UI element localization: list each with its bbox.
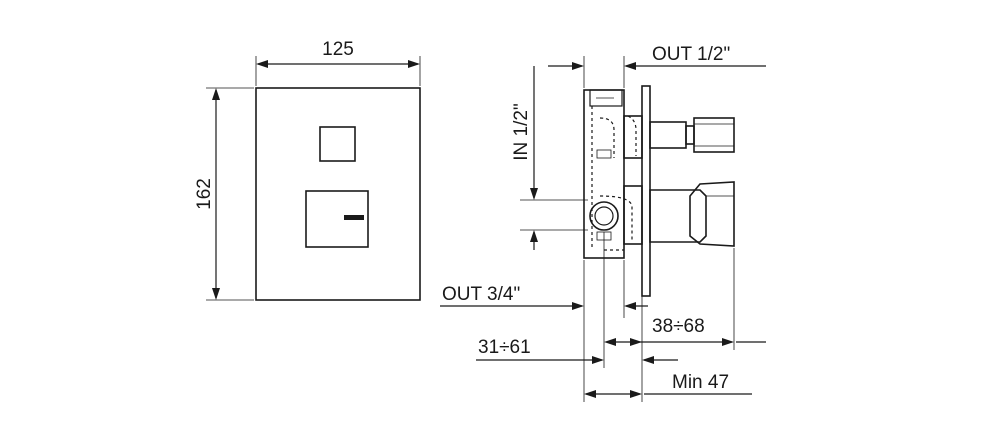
in-label: IN 1/2"	[511, 103, 532, 160]
range-left-label: 31÷61	[478, 337, 531, 358]
mixer-handle	[623, 181, 735, 247]
wall-plate	[641, 85, 651, 297]
width-label: 125	[322, 39, 354, 60]
min-dimension: Min 47	[584, 372, 752, 398]
front-view: 125 162	[194, 39, 421, 301]
lower-square-handle	[305, 190, 369, 248]
out-side-label: OUT 3/4"	[442, 284, 520, 305]
out-top-dimension: OUT 1/2"	[548, 44, 766, 88]
range-right-dimension: 38÷68	[603, 232, 766, 402]
diverter-button	[623, 115, 735, 159]
out-top-label: OUT 1/2"	[652, 44, 730, 65]
top-square-button	[319, 126, 356, 162]
range-right-label: 38÷68	[652, 316, 705, 337]
side-view: OUT 1/2" IN 1/2" OUT 3/4"	[440, 44, 766, 402]
in-dimension: IN 1/2"	[511, 66, 588, 250]
inlet-ring	[589, 201, 619, 231]
front-plate	[255, 87, 421, 301]
min-label: Min 47	[672, 372, 729, 393]
handle-indicator	[344, 215, 364, 220]
width-dimension: 125	[255, 39, 421, 86]
height-dimension: 162	[194, 87, 254, 301]
range-left-dimension: 31÷61	[476, 337, 678, 364]
top-outlet-cap	[589, 89, 623, 107]
height-label: 162	[194, 178, 215, 210]
out-side-dimension: OUT 3/4"	[440, 260, 648, 402]
